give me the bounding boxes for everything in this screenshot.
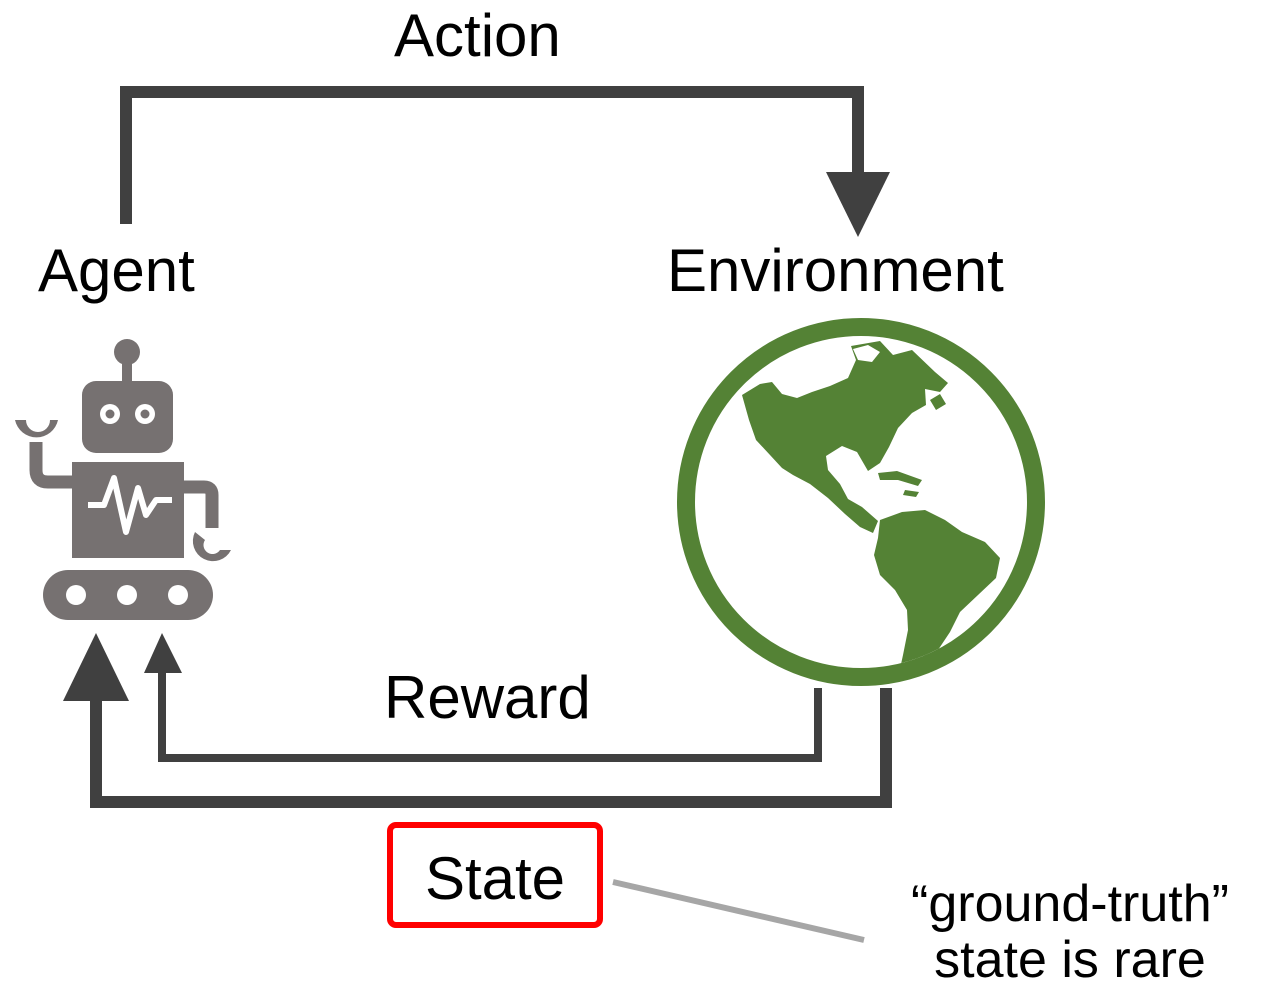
action-label: Action [394,2,561,69]
state-arrow [63,633,892,808]
robot-icon [15,339,231,620]
reward-label: Reward [384,664,591,731]
action-arrow [120,86,890,237]
environment-label: Environment [667,237,1004,304]
ground-truth-note: “ground-truth” state is rare [885,876,1255,988]
agent-label: Agent [38,237,195,304]
note-line-2: state is rare [934,931,1206,990]
note-line-1: “ground-truth” [911,875,1229,933]
state-label: State [424,845,566,912]
state-note-connector [612,879,865,943]
reward-arrow [144,633,822,762]
globe-icon [677,318,1045,686]
state-box: State [387,822,603,928]
